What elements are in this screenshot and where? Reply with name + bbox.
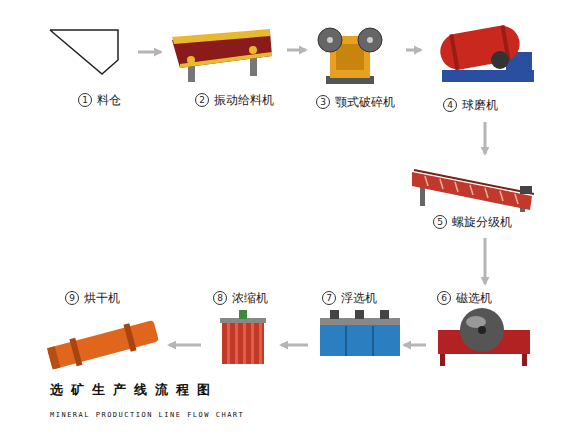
thickener-drawing [220, 310, 266, 364]
equipment-node: 9 烘干机 [40, 288, 165, 370]
equipment-node: 2 振动给料机 [165, 22, 283, 114]
equipment-name: 烘干机 [84, 290, 120, 306]
flow-arrow [281, 344, 308, 347]
flow-arrow [169, 344, 201, 347]
flow-arrow [404, 344, 426, 347]
feeder-drawing [172, 29, 272, 82]
spiral-classifier-drawing [412, 170, 534, 212]
equipment-name: 料仓 [97, 92, 121, 108]
equipment-label: 9 烘干机 [65, 290, 120, 306]
dryer-drawing [46, 317, 159, 373]
callout-number: 9 [65, 291, 79, 305]
callout-number: 2 [195, 93, 209, 107]
flow-arrow [484, 238, 487, 284]
equipment-label: 8 浓缩机 [213, 290, 268, 306]
callout-number: 4 [443, 98, 457, 112]
equipment-label: 5 螺旋分级机 [433, 214, 512, 230]
equipment-name: 浓缩机 [232, 290, 268, 306]
equipment-label: 6 磁选机 [437, 290, 492, 306]
diagram-caption: MINERAL PRODUCTION LINE FLOW CHART [50, 411, 244, 419]
equipment-node: 1 料仓 [42, 18, 134, 113]
equipment-node: 5 螺旋分级机 [405, 158, 540, 234]
flow-arrow [406, 49, 421, 52]
equipment-name: 颚式破碎机 [335, 94, 395, 110]
equipment-name: 螺旋分级机 [452, 214, 512, 230]
equipment-label: 2 振动给料机 [195, 92, 274, 108]
jaw-crusher-drawing [318, 28, 382, 84]
flow-arrow [484, 122, 487, 154]
equipment-name: 浮选机 [341, 290, 377, 306]
equipment-node: 8 浓缩机 [205, 288, 277, 370]
equipment-name: 磁选机 [456, 290, 492, 306]
equipment-name: 振动给料机 [214, 92, 274, 108]
callout-number: 3 [316, 95, 330, 109]
equipment-node: 3 颚式破碎机 [310, 20, 402, 114]
hopper-outline [50, 30, 118, 74]
callout-number: 1 [78, 93, 92, 107]
equipment-name: 球磨机 [462, 97, 498, 113]
callout-number: 7 [322, 291, 336, 305]
equipment-node: 7 浮选机 [312, 288, 400, 366]
flow-arrow [287, 49, 306, 52]
ball-mill-drawing [437, 23, 534, 82]
equipment-node: 6 磁选机 [430, 288, 536, 370]
equipment-label: 7 浮选机 [322, 290, 377, 306]
equipment-label: 1 料仓 [78, 92, 121, 108]
flotation-drawing [320, 310, 400, 356]
flow-arrow [138, 51, 161, 54]
equipment-label: 4 球磨机 [443, 97, 498, 113]
callout-number: 5 [433, 215, 447, 229]
diagram-title: 选矿生产线流程图 [50, 381, 218, 399]
magnetic-separator-drawing [438, 308, 530, 366]
equipment-label: 3 颚式破碎机 [316, 94, 395, 110]
equipment-node: 4 球磨机 [425, 20, 540, 118]
callout-number: 6 [437, 291, 451, 305]
callout-number: 8 [213, 291, 227, 305]
